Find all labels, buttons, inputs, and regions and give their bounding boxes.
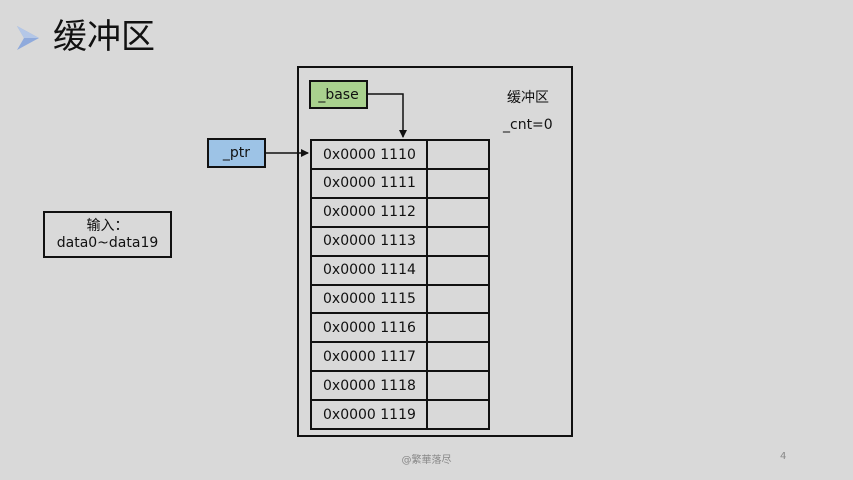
ptr-pointer-box: _ptr xyxy=(207,138,266,168)
value-cell xyxy=(428,372,488,399)
value-cell xyxy=(428,286,488,313)
address-cell: 0x0000 1114 xyxy=(312,256,428,284)
slide-title: 缓冲区 xyxy=(53,17,155,57)
value-cell xyxy=(428,228,488,255)
table-row: 0x0000 1110 xyxy=(312,141,488,168)
value-cell xyxy=(428,314,488,341)
table-row: 0x0000 1115 xyxy=(312,283,488,313)
input-line-1: 输入： xyxy=(86,217,129,234)
buffer-label: 缓冲区 xyxy=(507,90,549,106)
address-cell: 0x0000 1117 xyxy=(312,343,428,371)
table-row: 0x0000 1117 xyxy=(312,341,488,371)
memory-table: 0x0000 1110 0x0000 1111 0x0000 1112 0x00… xyxy=(310,139,490,431)
value-cell xyxy=(428,343,488,370)
base-pointer-box: _base xyxy=(309,80,368,109)
table-row: 0x0000 1112 xyxy=(312,196,488,226)
table-row: 0x0000 1119 xyxy=(312,399,488,429)
address-cell: 0x0000 1113 xyxy=(312,227,428,255)
watermark: @繁華落尽 xyxy=(401,455,452,466)
address-cell: 0x0000 1119 xyxy=(312,401,428,429)
cnt-label: _cnt=0 xyxy=(503,117,553,133)
value-cell xyxy=(428,141,488,168)
table-row: 0x0000 1114 xyxy=(312,254,488,284)
input-line-2: data0~data19 xyxy=(56,234,159,251)
value-cell xyxy=(428,170,488,197)
table-row: 0x0000 1113 xyxy=(312,225,488,255)
address-cell: 0x0000 1112 xyxy=(312,198,428,226)
input-box: 输入： data0~data19 xyxy=(43,211,172,258)
address-cell: 0x0000 1115 xyxy=(312,285,428,313)
value-cell xyxy=(428,257,488,284)
buffer-frame xyxy=(297,66,573,437)
value-cell xyxy=(428,401,488,428)
table-row: 0x0000 1118 xyxy=(312,370,488,400)
page-number: 4 xyxy=(780,451,787,462)
table-row: 0x0000 1111 xyxy=(312,168,488,197)
arrow-bullet-icon xyxy=(17,26,39,50)
table-row: 0x0000 1116 xyxy=(312,312,488,342)
address-cell: 0x0000 1111 xyxy=(312,170,428,197)
address-cell: 0x0000 1116 xyxy=(312,314,428,342)
value-cell xyxy=(428,199,488,226)
address-cell: 0x0000 1118 xyxy=(312,372,428,400)
address-cell: 0x0000 1110 xyxy=(312,141,428,168)
